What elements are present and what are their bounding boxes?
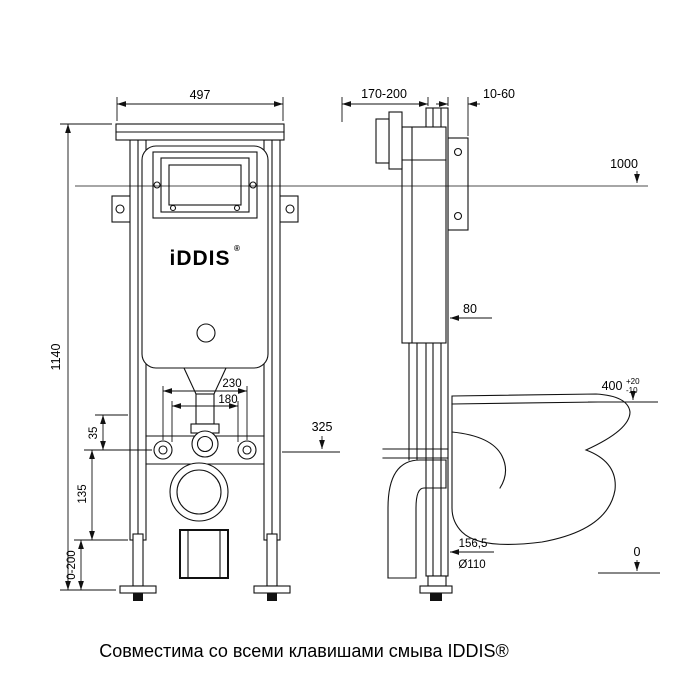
dim-drain-offset: 156,5: [459, 538, 488, 550]
dim-fixing-180: 180: [218, 394, 237, 406]
flush-screw-bl: [169, 204, 177, 212]
flush-window-inner: [168, 164, 242, 206]
dim-feet-adjustment: 0-200: [66, 550, 78, 579]
foot-tube-left: [132, 533, 144, 587]
dim-bowl-height: 400: [602, 379, 623, 393]
dim-wall-gap: 10-60: [483, 87, 515, 101]
trapway-line: [451, 431, 507, 489]
service-button: [196, 323, 216, 343]
iddis-logo: iDDIS: [169, 247, 230, 270]
foot-plate-side: [419, 585, 453, 594]
cistern-side: [401, 126, 447, 344]
dim-bowl-tol-plus: +20: [626, 377, 640, 386]
dim-fixing-height-325: 325: [312, 420, 333, 434]
front-view: [111, 123, 299, 601]
bracket-hole-left: [115, 204, 125, 214]
flush-screw-right: [249, 181, 257, 189]
foot-tube-side: [427, 575, 447, 587]
foot-tube-right: [266, 533, 278, 587]
dim-offset-35: 35: [88, 427, 100, 440]
flush-funnel: [183, 367, 227, 395]
foot-plate-right: [253, 585, 291, 594]
dim-drain-diameter: Ø110: [458, 559, 485, 571]
foot-plate-left: [119, 585, 157, 594]
wall-plate: [447, 137, 469, 231]
flush-pipe: [195, 393, 215, 425]
flush-window-mid: [160, 157, 250, 213]
drain-elbow: [387, 459, 447, 579]
wall-bracket-right: [277, 195, 299, 223]
side-dimensions: [75, 97, 660, 574]
dim-front-height: 1140: [49, 344, 63, 371]
bracket-hole-right: [285, 204, 295, 214]
dim-pipe-offset: 80: [463, 302, 477, 316]
flush-screw-br: [233, 204, 241, 212]
flush-plate-box: [388, 111, 403, 170]
flush-plate: [375, 118, 390, 164]
iddis-logo-reg: ®: [234, 244, 240, 253]
dim-bowl-tol-minus: -10: [626, 386, 638, 395]
toilet-bowl: [451, 393, 631, 546]
dim-fixing-230: 230: [222, 378, 241, 390]
front-dimensions: [60, 97, 340, 591]
dim-front-width: 497: [190, 88, 211, 102]
dim-floor-level: 0: [634, 545, 641, 559]
side-view: [375, 107, 631, 601]
installation-frame-drawing: iDDIS ®: [49, 87, 660, 601]
wall-bracket-left: [111, 195, 133, 223]
drain-port-inner: [176, 469, 222, 515]
flush-window-outer: [152, 151, 258, 219]
dim-offset-135: 135: [77, 484, 89, 503]
dim-flush-plate-height: 1000: [610, 157, 638, 171]
compatibility-caption: Совместима со всеми клавишами смыва IDDI…: [99, 641, 509, 661]
dim-mounting-depth: 170-200: [361, 87, 407, 101]
flush-screw-left: [153, 181, 161, 189]
drain-outlet: [179, 529, 229, 579]
